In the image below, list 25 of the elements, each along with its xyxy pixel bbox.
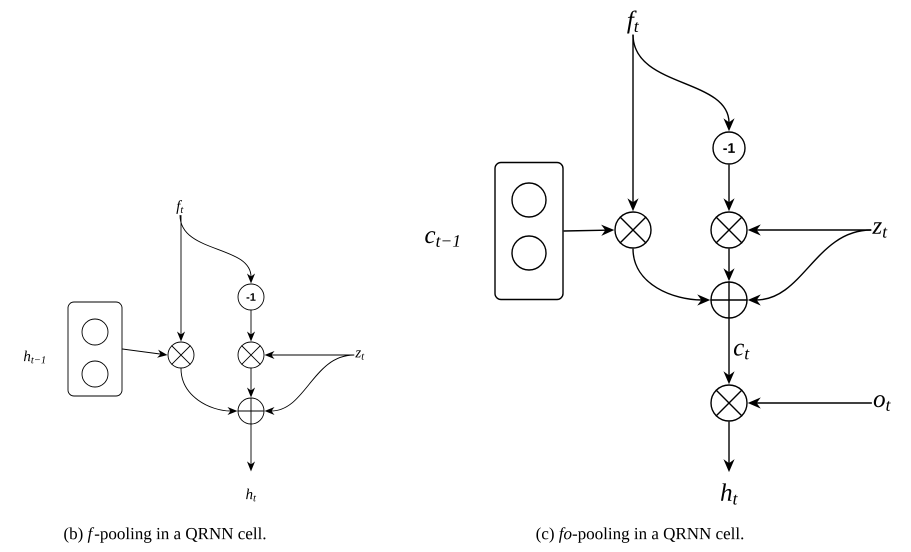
multiply-circle bbox=[168, 342, 194, 368]
neuron-circle bbox=[82, 360, 108, 388]
variable-label: f$_{t}$ bbox=[176, 200, 184, 214]
state-box bbox=[68, 302, 122, 396]
edge-label: c$_{t}$ bbox=[734, 344, 750, 360]
multiply-circle bbox=[710, 384, 748, 422]
state-label: c$_{t−1}$ bbox=[425, 231, 460, 247]
variable-label: z$_{t}$ bbox=[872, 222, 888, 238]
add-circle bbox=[237, 397, 265, 425]
multiply-circle bbox=[710, 211, 748, 249]
variable-label: h$_{t}$ bbox=[720, 483, 738, 505]
multiply-circle bbox=[238, 342, 264, 368]
variable-label: f$_{t}$ bbox=[627, 10, 639, 34]
caption: (b) f-pooling in a QRNN cell. bbox=[64, 527, 266, 543]
variable-label: z$_{t}$ bbox=[355, 350, 364, 360]
variable-label: o$_{t}$ bbox=[874, 395, 891, 411]
caption: (c) fo-pooling in a QRNN cell. bbox=[536, 527, 744, 543]
multiply-circle bbox=[614, 211, 652, 249]
variable-label: h$_{t}$ bbox=[246, 488, 256, 502]
state-box bbox=[494, 162, 564, 300]
state-label: h$_{t−1}$ bbox=[24, 350, 45, 364]
neuron-circle bbox=[511, 182, 547, 218]
add-circle bbox=[710, 280, 748, 320]
neuron-circle bbox=[511, 235, 547, 271]
neuron-circle bbox=[82, 318, 108, 346]
